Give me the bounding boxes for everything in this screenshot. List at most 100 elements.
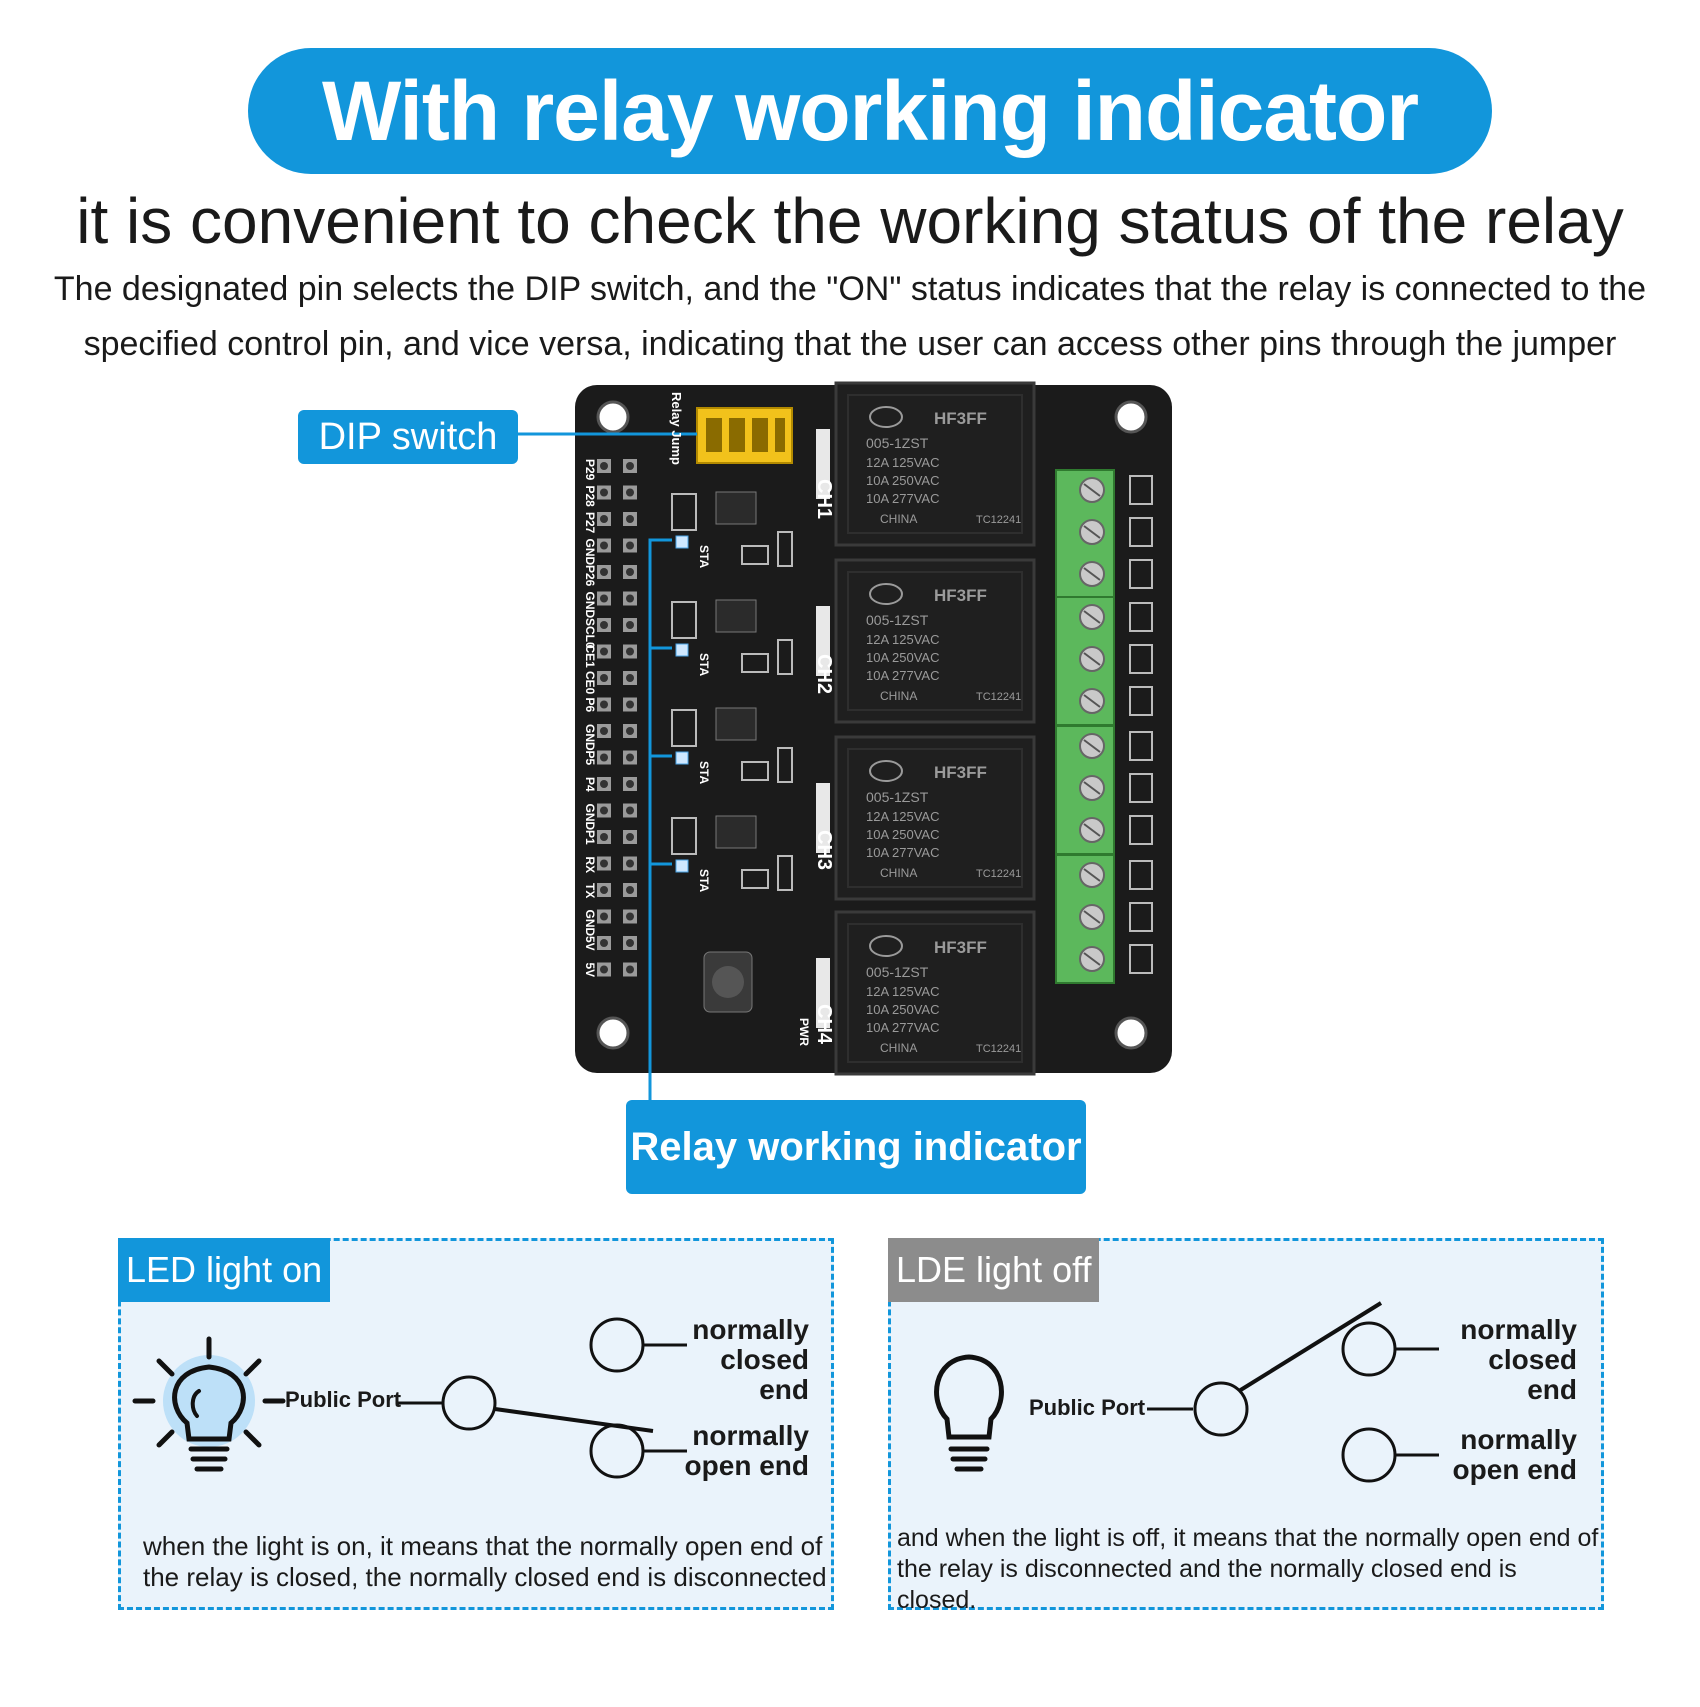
note-line: the relay is closed, the normally closed…: [143, 1562, 827, 1592]
no-terminal: [589, 1423, 645, 1479]
screw-slot: [1083, 868, 1101, 882]
relay-body: [834, 910, 1036, 1076]
nc-terminal: [589, 1317, 645, 1373]
optocoupler: [715, 491, 757, 525]
led-on-note: when the light is on, it means that the …: [143, 1531, 833, 1593]
header-pin-hole: [626, 568, 634, 576]
header-pin-hole: [626, 912, 634, 921]
pin-label: GND: [583, 724, 597, 751]
terminal-block: [1055, 854, 1153, 984]
power-label: PWR: [797, 1018, 811, 1046]
led-off-note: and when the light is off, it means that…: [897, 1523, 1601, 1616]
terminal-pin: [1129, 559, 1153, 589]
no-label-line1: normally: [1460, 1424, 1577, 1455]
relay-origin: CHINA: [880, 689, 917, 703]
header-pin-hole: [600, 727, 608, 735]
public-port-label: Public Port: [285, 1387, 402, 1412]
screw-slot: [1083, 952, 1101, 966]
header-pin-hole: [600, 912, 608, 921]
led-off-tag: LDE light off: [888, 1238, 1100, 1302]
description: The designated pin selects the DIP switc…: [0, 262, 1700, 372]
nc-terminal: [1341, 1321, 1397, 1377]
jumper-label: Relay Jump: [669, 392, 684, 465]
header-pin-hole: [626, 939, 634, 947]
smd-diode: [777, 531, 793, 567]
mounting-hole: [596, 1016, 630, 1050]
relay-rating: 10A 250VAC: [866, 827, 939, 842]
header-pin-hole: [626, 621, 634, 629]
header-pin-hole: [626, 780, 634, 788]
pin-label: SCL0: [583, 618, 597, 649]
smd-transistor: [741, 761, 769, 781]
header-pin-hole: [626, 647, 634, 656]
header-pin-hole: [600, 541, 608, 550]
relay-rating: 10A 250VAC: [866, 650, 939, 665]
terminal-pin: [1129, 731, 1153, 761]
header-pin-hole: [600, 886, 608, 894]
header-pin-hole: [600, 647, 608, 656]
screw-slot: [1083, 739, 1101, 753]
header-pin-hole: [626, 859, 634, 868]
no-label-line2: open end: [1452, 1454, 1577, 1485]
header-pin-hole: [600, 594, 608, 603]
pin-label: P28: [583, 486, 597, 508]
header-pin-hole: [600, 753, 608, 762]
relay-logo-icon: [869, 406, 903, 428]
header-pin-hole: [600, 806, 608, 815]
pcb-board: [575, 385, 1172, 1073]
relay-rating: 12A 125VAC: [866, 984, 939, 999]
description-text: The designated pin selects the DIP switc…: [53, 270, 1647, 363]
screw-slot: [1083, 781, 1101, 795]
terminal-pin: [1129, 860, 1153, 890]
note-line: and when the light is off, it means that…: [897, 1524, 1599, 1552]
smd-resistor: [671, 817, 697, 855]
header-pin-hole: [626, 965, 634, 974]
terminal-blocks: [1055, 469, 1153, 984]
mounting-holes: [596, 400, 1148, 1050]
header-pin-hole: [626, 727, 634, 735]
terminal-pin: [1129, 902, 1153, 932]
header-pin-hole: [600, 700, 608, 709]
lightbulb-on-icon: [132, 1336, 286, 1472]
pin-label: P6: [583, 698, 597, 713]
header-pin-hole: [600, 462, 608, 470]
status-label: STA: [697, 545, 711, 568]
smd-resistor: [671, 601, 697, 639]
status-label: STA: [697, 869, 711, 892]
relay-side-tab: [816, 783, 830, 853]
no-label: normally open end: [1447, 1425, 1577, 1485]
nc-label-line2: closed end: [720, 1344, 809, 1405]
header-pin-hole: [626, 806, 634, 815]
header-pin-hole: [600, 621, 608, 629]
public-port-terminal: [1193, 1381, 1249, 1437]
relay-rating: 12A 125VAC: [866, 455, 939, 470]
relay-cert: TC12241: [976, 868, 1021, 880]
relay-origin: CHINA: [880, 866, 917, 880]
optocoupler: [715, 815, 757, 849]
pin-labels: P29P28P27GNDP26GNDSCL0CE1CE0P6GNDP5P4GND…: [583, 459, 597, 977]
smd-transistor: [741, 869, 769, 889]
relay-rating: 10A 277VAC: [866, 1020, 939, 1035]
pin-label: P27: [583, 512, 597, 534]
jumper-slot: [752, 418, 768, 452]
smd-components: [671, 491, 793, 891]
relay-rating: 10A 250VAC: [866, 473, 939, 488]
no-label-line1: normally: [692, 1420, 809, 1451]
pin-label: P4: [583, 777, 597, 792]
header-pin-hole: [600, 833, 608, 841]
relay-rating: 10A 277VAC: [866, 491, 939, 506]
led-on-panel: LED light on Public Port normally closed…: [118, 1238, 834, 1610]
dip-switch-callout: DIP switch: [298, 410, 518, 464]
relay-face: [847, 748, 1023, 888]
status-label: STA: [697, 653, 711, 676]
optocoupler: [715, 599, 757, 633]
relay-code: 005-1ZST: [866, 435, 929, 451]
pin-label: P29: [583, 459, 597, 481]
header-pin-hole: [600, 674, 608, 682]
